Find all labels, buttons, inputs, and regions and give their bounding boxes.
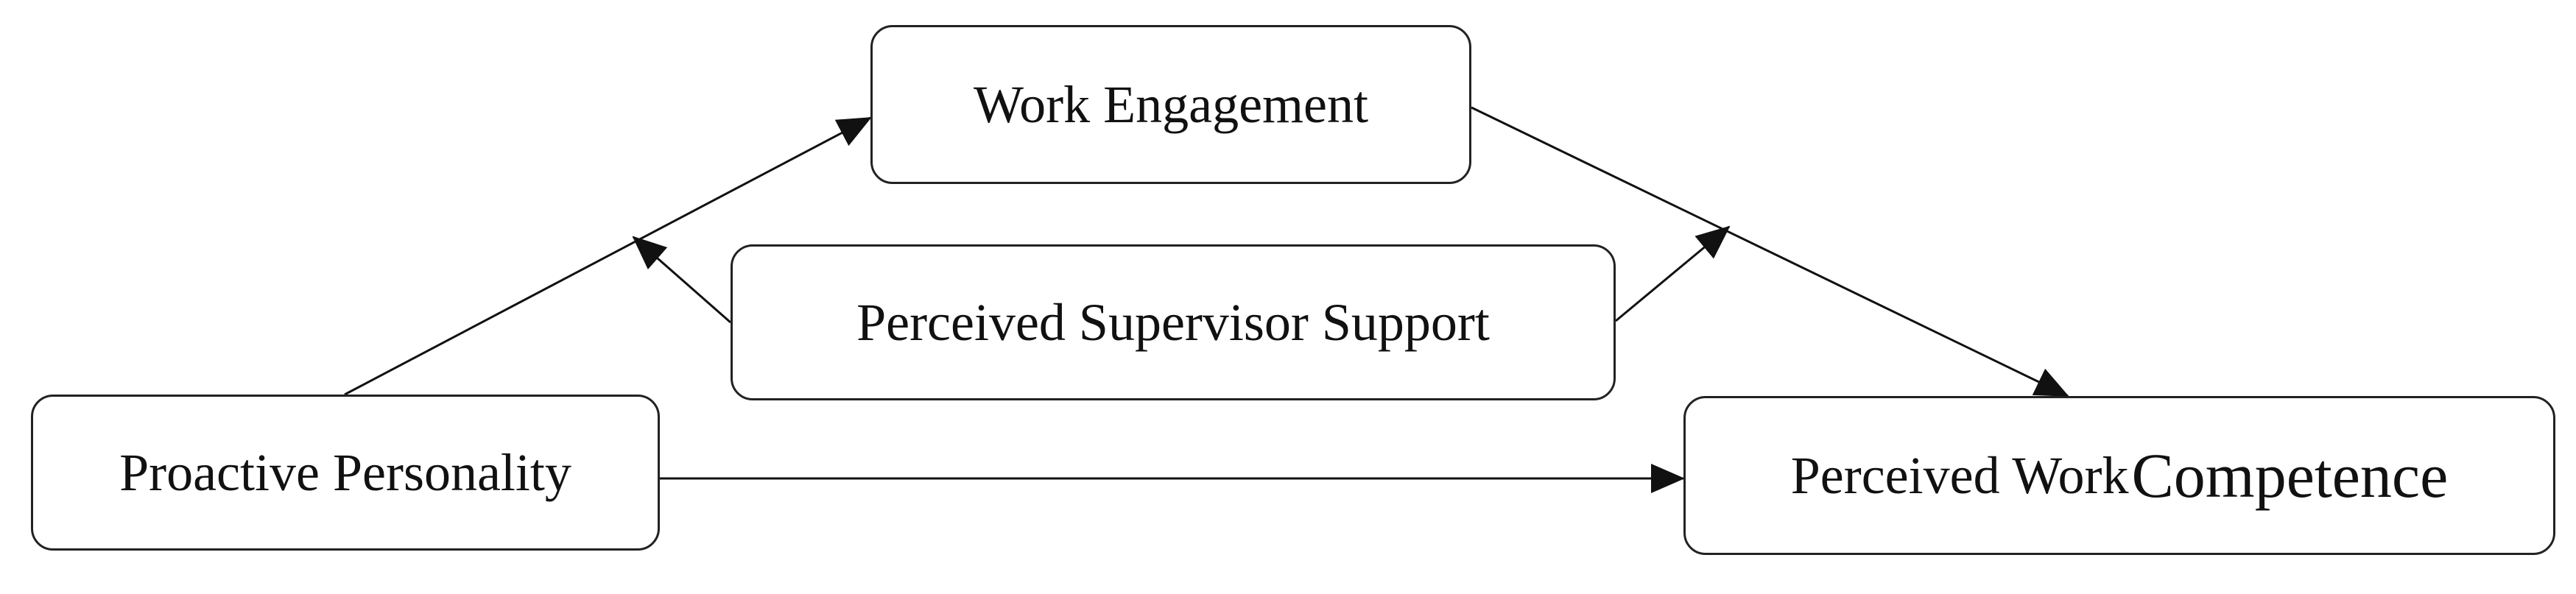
node-proactive-personality: Proactive Personality bbox=[31, 395, 660, 551]
node-perceived-supervisor-support-label: Perceived Supervisor Support bbox=[856, 292, 1490, 352]
node-perceived-work-competence: Perceived Work Competence bbox=[1683, 396, 2555, 555]
node-perceived-supervisor-support: Perceived Supervisor Support bbox=[731, 244, 1616, 400]
edge-we-to-pwc bbox=[1471, 106, 2069, 397]
node-perceived-work-competence-label-part1: Perceived Work bbox=[1790, 445, 2129, 505]
node-proactive-personality-label: Proactive Personality bbox=[119, 442, 571, 502]
node-work-engagement: Work Engagement bbox=[870, 25, 1471, 184]
edge-pp-to-we bbox=[344, 116, 872, 396]
edge-pss-moderates-right bbox=[1615, 225, 1731, 322]
edge-pss-moderates-left bbox=[632, 236, 731, 324]
node-work-engagement-label: Work Engagement bbox=[973, 74, 1369, 134]
node-perceived-work-competence-label-part2: Competence bbox=[2131, 440, 2449, 511]
